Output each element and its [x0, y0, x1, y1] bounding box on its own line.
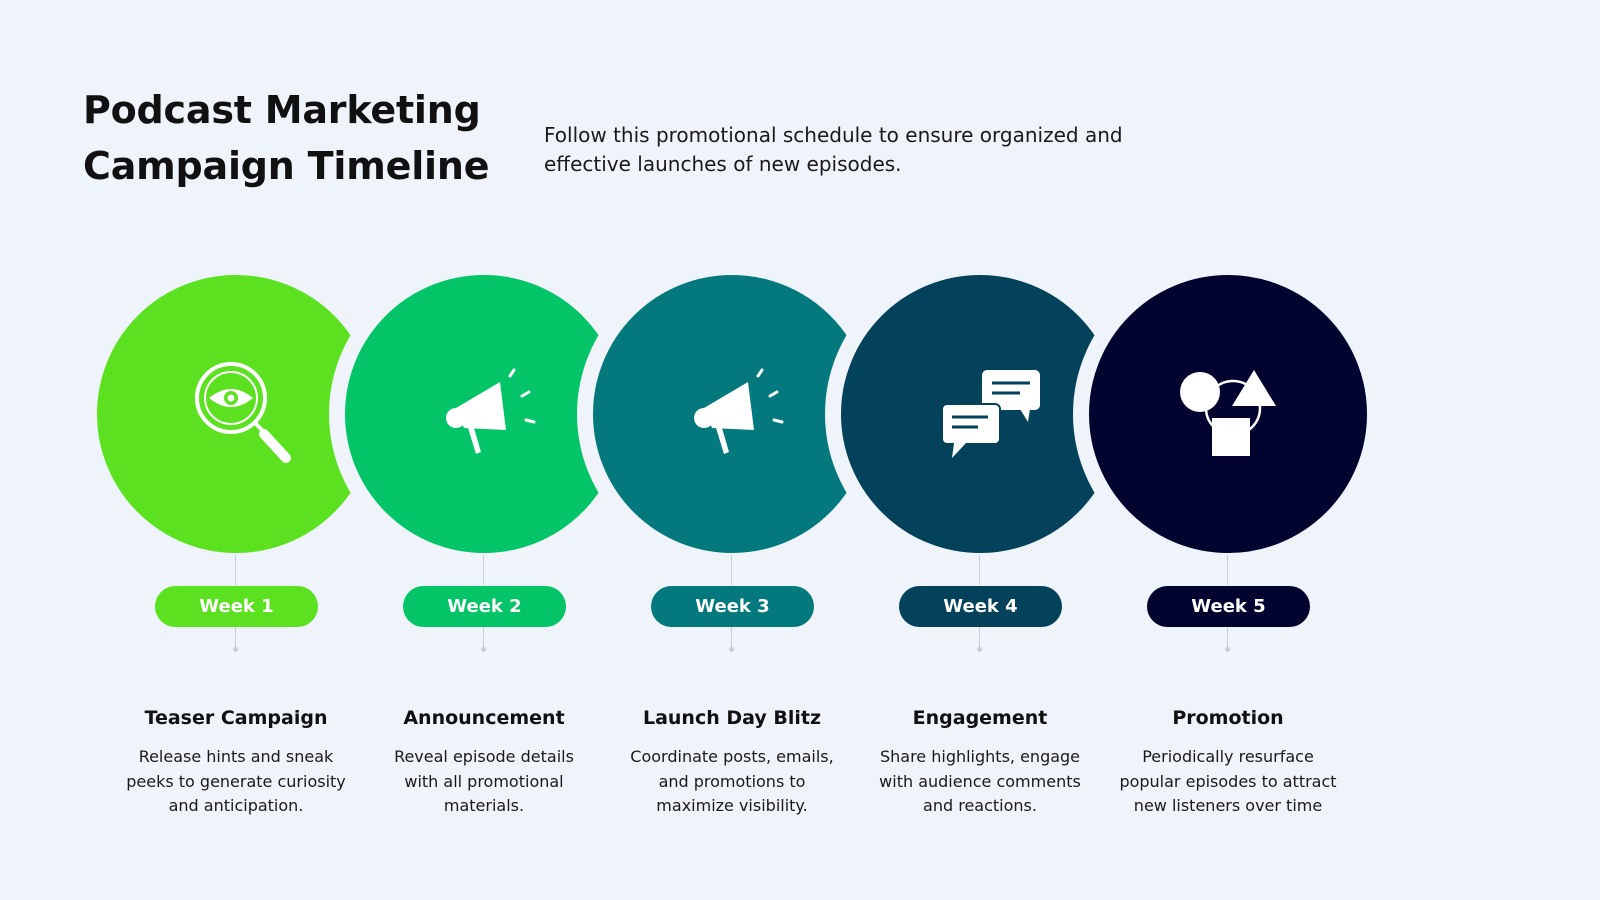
description-line: popular episodes to attract: [1119, 771, 1337, 791]
stage-title: Engagement: [912, 707, 1048, 729]
description-line: peeks to generate curiosity: [126, 771, 346, 791]
magnifier-eye-icon: [195, 362, 291, 463]
stage-description: Share highlights, engage with audience co…: [860, 745, 1100, 819]
stage-circle: [1073, 259, 1383, 569]
title-line: Podcast Marketing: [83, 88, 481, 132]
week-pill: Week 4: [899, 586, 1062, 627]
connector-line: [235, 627, 236, 649]
stage-description: Reveal episode details with all promotion…: [364, 745, 604, 819]
description-line: Release hints and sneak: [138, 747, 334, 766]
week-pill: Week 5: [1147, 586, 1310, 627]
description-line: Coordinate posts, emails,: [630, 747, 834, 766]
connector-line: [731, 555, 732, 585]
description-line: maximize visibility.: [656, 796, 808, 815]
connector-line: [1227, 555, 1228, 585]
connector-line: [979, 627, 980, 649]
connector-dot: [977, 647, 982, 652]
stage-description: Periodically resurface popular episodes t…: [1108, 745, 1348, 819]
description-line: and reactions.: [923, 796, 1037, 815]
shapes-icon: [1180, 370, 1276, 456]
connector-line: [235, 555, 236, 585]
connector-dot: [1225, 647, 1230, 652]
description-line: with audience comments: [879, 771, 1081, 791]
stage-title: Announcement: [403, 707, 565, 729]
description-line: and anticipation.: [168, 796, 304, 815]
subtitle-line: Follow this promotional schedule to ensu…: [544, 123, 1123, 147]
connector-dot: [481, 647, 486, 652]
description-line: materials.: [443, 796, 525, 815]
stage-description: Coordinate posts, emails, and promotions …: [612, 745, 852, 819]
megaphone-icon: [694, 368, 784, 454]
description-line: Share highlights, engage: [879, 747, 1081, 766]
page-title: Podcast Marketing Campaign Timeline: [83, 82, 489, 194]
subtitle-line: effective launches of new episodes.: [544, 152, 902, 176]
stage-title: Promotion: [1172, 707, 1284, 729]
stage-title: Teaser Campaign: [144, 707, 328, 729]
week-pill: Week 1: [155, 586, 318, 627]
description-line: and promotions to: [658, 771, 806, 791]
connector-line: [979, 555, 980, 585]
connector-line: [1227, 627, 1228, 649]
connector-dot: [233, 647, 238, 652]
description-line: with all promotional: [404, 771, 564, 791]
description-line: Periodically resurface: [1142, 747, 1314, 766]
stage-title: Launch Day Blitz: [642, 707, 822, 729]
connector-line: [483, 555, 484, 585]
stage-description: Release hints and sneak peeks to generate…: [116, 745, 356, 819]
week-pill: Week 2: [403, 586, 566, 627]
connector-line: [731, 627, 732, 649]
connector-dot: [729, 647, 734, 652]
megaphone-icon: [446, 368, 536, 454]
chat-bubbles-icon: [941, 370, 1040, 458]
connector-line: [483, 627, 484, 649]
description-line: new listeners over time: [1133, 796, 1323, 815]
page-subtitle: Follow this promotional schedule to ensu…: [544, 121, 1164, 179]
week-pill: Week 3: [651, 586, 814, 627]
description-line: Reveal episode details: [394, 747, 574, 766]
title-line: Campaign Timeline: [83, 144, 490, 188]
